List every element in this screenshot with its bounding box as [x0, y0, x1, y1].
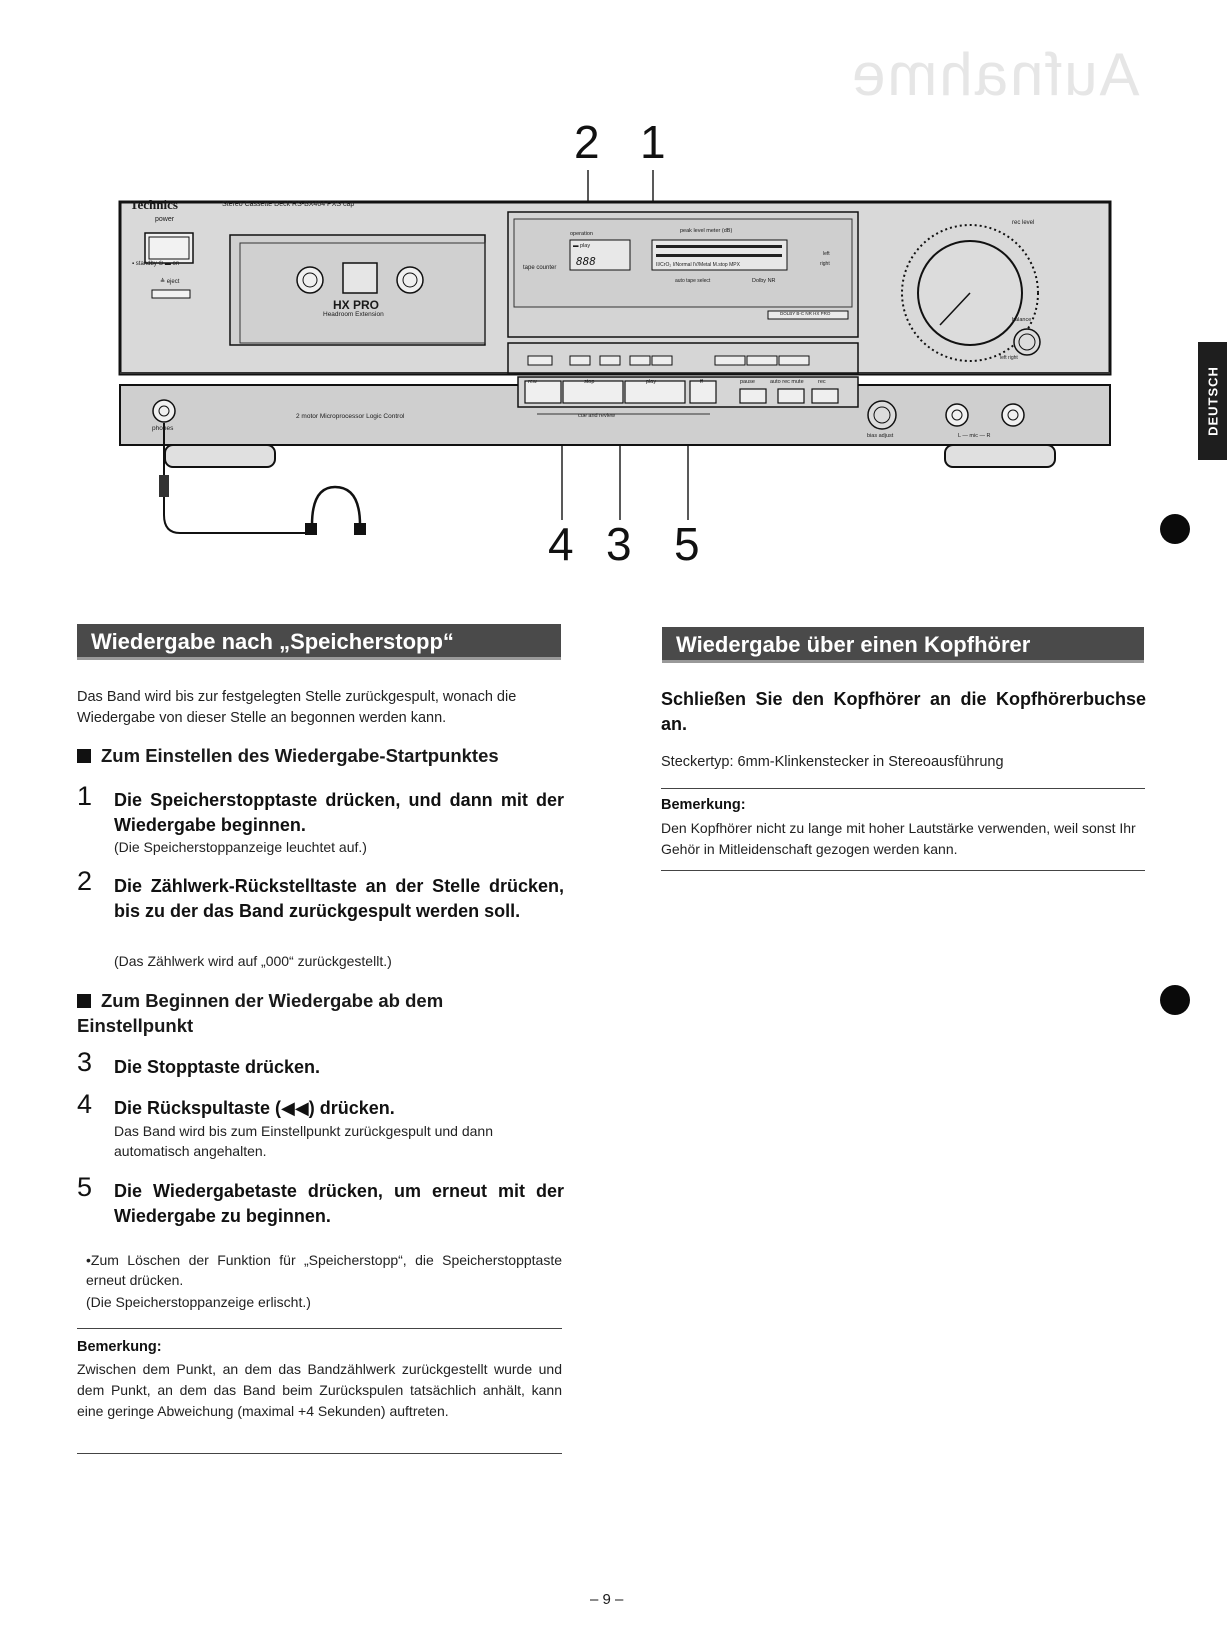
punch-hole-dot — [1160, 985, 1190, 1015]
divider — [661, 788, 1145, 789]
step-number: 1 — [77, 781, 93, 811]
section-header-headphones: Wiedergabe über einen Kopfhörer — [662, 627, 1144, 663]
tape-counter-label: tape counter — [523, 265, 557, 271]
subheading-set-start-text: Zum Einstellen des Wiedergabe-Startpunkt… — [101, 745, 499, 766]
square-bullet-icon — [77, 994, 91, 1008]
note-title: Bemerkung: — [661, 797, 746, 813]
note-title: Bemerkung: — [77, 1339, 162, 1355]
left-right-label: left right — [1000, 355, 1018, 361]
language-tab-label: DEUTSCH — [1205, 366, 1220, 436]
section-header-memory-stop: Wiedergabe nach „Speicherstopp“ — [77, 624, 561, 660]
ghost-title: Aufnahme — [850, 41, 1140, 108]
cassette-deck-illustration: Technics Stereo Cassette Deck RS-BX404 P… — [100, 115, 1130, 595]
tape-types-label: II/CrO₂ I/Normal IV/Metal M.stop MPX — [656, 262, 740, 268]
step-text: Die Rückspultaste (◀◀) drücken. — [114, 1098, 395, 1118]
step-number: 5 — [77, 1172, 93, 1202]
note-text: Den Kopfhörer nicht zu lange mit hoher L… — [661, 820, 1136, 857]
hx-sub-label: Headroom Extension — [323, 311, 384, 318]
step-text: Die Stopptaste drücken. — [114, 1057, 321, 1077]
stop-label: stop — [584, 379, 595, 385]
headphone-instruction: Schließen Sie den Kopfhörer an die Kopfh… — [661, 689, 1146, 734]
callout-1: 1 — [640, 116, 666, 168]
counter-display: 888 — [576, 255, 596, 268]
model-label: Stereo Cassette Deck RS-BX404 PXS cap — [222, 201, 355, 208]
cassette-deck-drawing — [118, 170, 1112, 535]
subheading-start-playback: Zum Beginnen der Wiedergabe ab dem Einst… — [77, 988, 563, 1038]
step-note: Das Band wird bis zum Einstellpunkt zurü… — [114, 1123, 493, 1159]
brand-logo: Technics — [130, 197, 178, 212]
motor-text: 2 motor Microprocessor Logic Control — [296, 413, 405, 420]
hx-pro-label: HX PRO — [333, 298, 380, 312]
step-note: (Das Zählwerk wird auf „000“ zurückgeste… — [114, 953, 392, 969]
right-label: right — [820, 261, 830, 267]
callout-2: 2 — [574, 116, 600, 168]
play-indicator: ▬ play — [573, 243, 591, 249]
step-text: Die Zählwerk-Rückstelltaste an der Stell… — [114, 876, 564, 921]
left-label: left — [823, 251, 830, 257]
subheading-set-start: Zum Einstellen des Wiedergabe-Startpunkt… — [77, 745, 563, 767]
balance-label: balance — [1012, 317, 1032, 323]
punch-hole-dot — [1160, 514, 1190, 544]
cue-review-label: cue and review — [578, 413, 615, 419]
step-note: (Die Speicherstoppanzeige leuchtet auf.) — [114, 839, 367, 855]
auto-tape-label: auto tape select — [675, 278, 711, 284]
peak-meter-label: peak level meter (dB) — [680, 228, 733, 234]
play-label: play — [646, 379, 657, 385]
auto-rec-mute-label: auto rec mute — [770, 379, 804, 385]
operation-label: operation — [570, 231, 593, 237]
language-tab: DEUTSCH — [1198, 342, 1227, 460]
step-text: Die Wiedergabetaste drücken, um erneut m… — [114, 1181, 564, 1226]
step-number: 4 — [77, 1089, 93, 1119]
note-text: Zwischen dem Punkt, an dem das Bandzählw… — [77, 1361, 562, 1419]
intro-paragraph: Das Band wird bis zur festgelegten Stell… — [77, 689, 517, 726]
square-bullet-icon — [77, 749, 91, 763]
bias-adjust-label: bias adjust — [867, 433, 894, 439]
step-number: 2 — [77, 866, 93, 896]
divider — [77, 1328, 562, 1329]
dolby-nr-label: Dolby NR — [752, 278, 776, 284]
dolby-bar-label: DOLBY B-C NR HX PRO — [780, 311, 831, 316]
step-number: 3 — [77, 1047, 93, 1077]
callout-5: 5 — [674, 518, 700, 570]
rec-level-label: rec level — [1012, 220, 1035, 226]
mic-label: L — mic — R — [958, 433, 991, 439]
standby-label: ▪ standby ⏻ ▬ on — [132, 261, 180, 267]
ff-label: ff — [700, 379, 703, 385]
eject-label: ≜ eject — [160, 279, 180, 285]
rec-label: rec — [818, 379, 826, 385]
rew-label: rew — [528, 379, 537, 385]
power-label: power — [155, 216, 175, 223]
subheading-start-playback-text: Zum Beginnen der Wiedergabe ab dem Einst… — [77, 990, 444, 1036]
pause-label: pause — [740, 379, 755, 385]
cancel-memory-stop-bullet: •Zum Löschen der Funktion für „Speichers… — [86, 1252, 562, 1288]
callout-3: 3 — [606, 518, 632, 570]
step-text: Die Speicherstopptaste drücken, und dann… — [114, 790, 564, 835]
page-number: – 9 – — [590, 1591, 624, 1608]
divider — [661, 870, 1145, 871]
plug-type: Steckertyp: 6mm-Klinkenstecker in Stereo… — [661, 754, 1004, 770]
cancel-memory-stop-note: (Die Speicherstoppanzeige erlischt.) — [86, 1294, 311, 1310]
callout-4: 4 — [548, 518, 574, 570]
divider — [77, 1453, 562, 1454]
phones-label: phones — [152, 425, 174, 432]
